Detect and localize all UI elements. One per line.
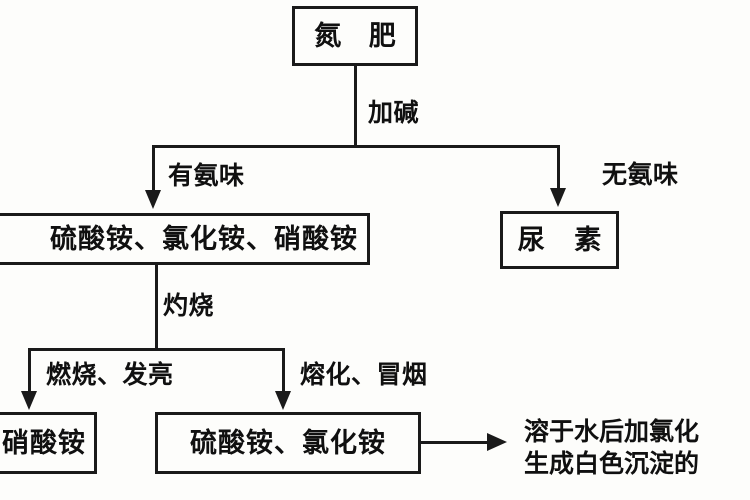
- arrowhead-no-ammonia: [550, 188, 566, 207]
- connector-branch-melts-smokes: [282, 348, 285, 394]
- connector-to-precipitate-note: [421, 441, 491, 444]
- node-ammonium-sulfate-chloride: 硫酸铵、氯化铵: [155, 412, 421, 474]
- node-urea-label: 尿 素: [517, 224, 612, 256]
- connector-branch-burns-bright: [28, 348, 31, 394]
- connector-split-bar-level1: [152, 145, 560, 148]
- edge-label-burns-bright: 燃烧、发亮: [46, 360, 174, 389]
- node-ammonium-salts: 硫酸铵、氯化铵、硝酸铵: [0, 213, 370, 265]
- arrowhead-has-ammonia: [145, 190, 161, 209]
- node-ammonium-nitrate: 硝酸铵: [0, 412, 97, 474]
- arrowhead-melts-smokes: [275, 391, 291, 410]
- edge-label-melts-smokes: 熔化、冒烟: [300, 360, 428, 389]
- node-nitrogen-fertilizer: 氮 肥: [292, 6, 418, 66]
- connector-branch-has-ammonia: [152, 145, 155, 193]
- arrowhead-to-precipitate-note: [487, 433, 507, 451]
- edge-label-has-ammonia-smell: 有氨味: [168, 161, 245, 190]
- connector-ignite-stem: [155, 265, 158, 350]
- connector-branch-no-ammonia: [557, 145, 560, 191]
- node-ammonium-salts-label: 硫酸铵、氯化铵、硝酸铵: [50, 223, 358, 255]
- arrowhead-burns-bright: [21, 391, 37, 410]
- connector-split-bar-level2: [28, 348, 285, 351]
- note-white-precipitate: 溶于水后加氯化 生成白色沉淀的: [524, 416, 750, 480]
- connector-fertilizer-stem: [354, 66, 357, 147]
- node-nitrogen-fertilizer-label: 氮 肥: [314, 20, 405, 52]
- edge-label-add-alkali: 加碱: [368, 98, 420, 127]
- note-white-precipitate-line1: 溶于水后加氯化: [524, 417, 700, 446]
- node-ammonium-nitrate-label: 硝酸铵: [2, 427, 86, 459]
- edge-label-ignite: 灼烧: [163, 291, 215, 320]
- note-white-precipitate-line2: 生成白色沉淀的: [524, 449, 700, 478]
- node-ammonium-sulfate-chloride-label: 硫酸铵、氯化铵: [190, 427, 386, 459]
- node-urea: 尿 素: [500, 211, 619, 269]
- edge-label-no-ammonia-smell: 无氨味: [602, 160, 679, 189]
